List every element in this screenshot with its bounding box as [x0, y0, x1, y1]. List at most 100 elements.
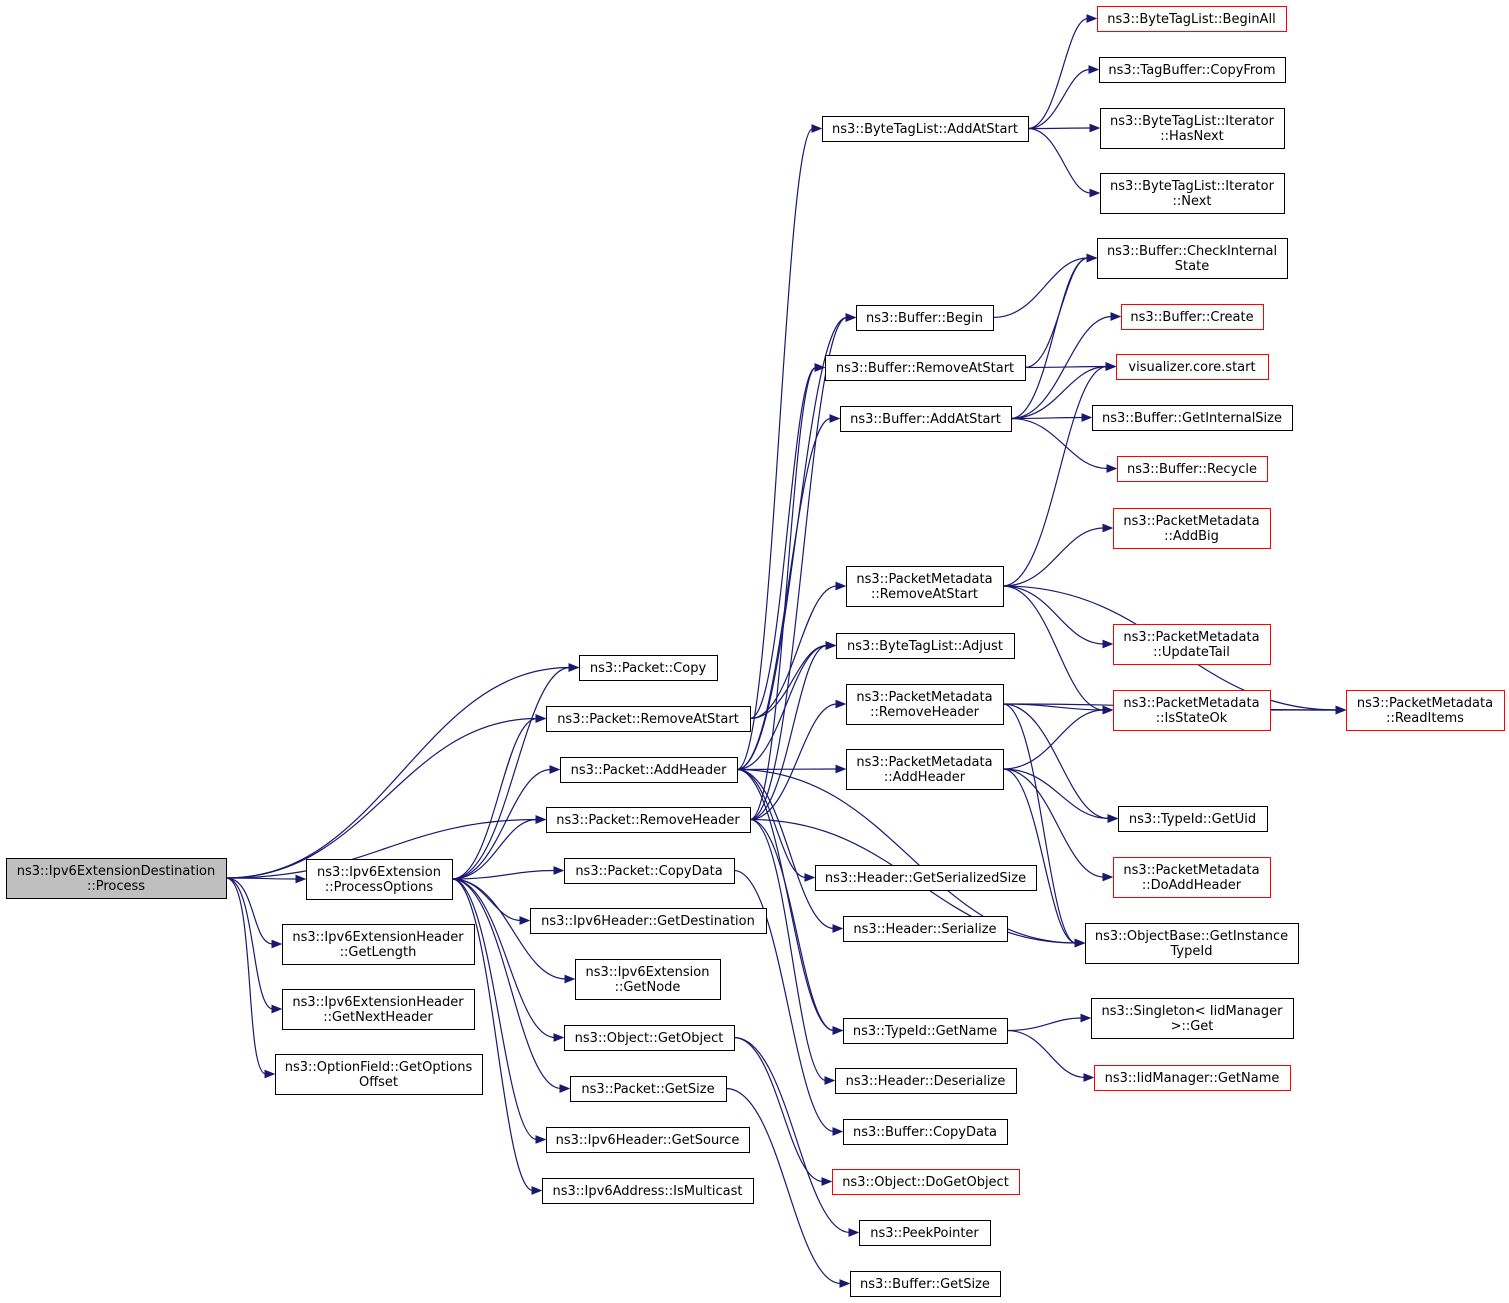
edge-tid-name-to-iid-name	[1006, 1029, 1095, 1082]
node-root[interactable]: ns3::Ipv6ExtensionDestination::Process	[6, 858, 227, 899]
node-pk-remh[interactable]: ns3::Packet::RemoveHeader	[546, 807, 751, 833]
edge-procopt-to-getobj	[451, 878, 565, 1042]
node-box	[825, 355, 1026, 381]
edge-pm-ras-to-pm-updtail-arrowhead	[1102, 639, 1114, 649]
node-ip6-src[interactable]: ns3::Ipv6Header::GetSource	[546, 1127, 750, 1153]
node-label: ns3::Packet::AddHeader	[571, 763, 727, 778]
node-btl-adj[interactable]: ns3::ByteTagList::Adjust	[836, 633, 1015, 659]
node-buf-begin[interactable]: ns3::Buffer::Begin	[856, 305, 994, 331]
node-pm-isok[interactable]: ns3::PacketMetadata::IsStateOk	[1113, 690, 1271, 731]
edge-pm-ras-to-viz	[1002, 362, 1117, 587]
edge-procopt-to-pk-addh-arrowhead	[549, 765, 561, 774]
edge-pk-remh-to-buf-begin-line	[749, 316, 848, 821]
node-pm-updtail[interactable]: ns3::PacketMetadata::UpdateTail	[1113, 624, 1271, 665]
node-pm-addh[interactable]: ns3::PacketMetadata::AddHeader	[846, 749, 1004, 790]
edge-buf-begin-to-buf-cis	[992, 253, 1098, 319]
node-label: ::AddBig	[1164, 529, 1219, 544]
node-btl-beginall[interactable]: ns3::ByteTagList::BeginAll	[1097, 6, 1287, 32]
node-pk-copy[interactable]: ns3::Packet::Copy	[579, 655, 718, 681]
node-buf-create[interactable]: ns3::Buffer::Create	[1121, 304, 1264, 330]
node-pk-addh[interactable]: ns3::Packet::AddHeader	[560, 757, 738, 783]
edge-pm-remh-to-tid-uid-line	[1002, 703, 1110, 820]
edge-pk-addh-to-buf-aas-arrowhead	[829, 414, 841, 423]
node-label: ns3::ByteTagList::Iterator	[1110, 114, 1275, 129]
node-box	[1100, 173, 1285, 214]
node-pm-ras[interactable]: ns3::PacketMetadata::RemoveAtStart	[846, 566, 1004, 607]
node-box	[856, 305, 994, 331]
node-btl-aas[interactable]: ns3::ByteTagList::AddAtStart	[822, 116, 1029, 142]
node-label: ns3::TagBuffer::CopyFrom	[1108, 63, 1275, 78]
node-dogetobj[interactable]: ns3::Object::DoGetObject	[832, 1169, 1020, 1195]
node-box	[6, 858, 227, 899]
edge-pk-remh-to-buf-ras-arrowhead	[814, 363, 826, 372]
node-buf-ras[interactable]: ns3::Buffer::RemoveAtStart	[825, 355, 1026, 381]
edge-pm-addh-to-ob-gitid-line	[1002, 768, 1077, 944]
node-pk-size[interactable]: ns3::Packet::GetSize	[570, 1076, 727, 1102]
edge-pk-cdata-to-buf-cdata-arrowhead	[832, 1127, 844, 1136]
node-btl-it-hn[interactable]: ns3::ByteTagList::Iterator::HasNext	[1100, 108, 1285, 149]
edge-pm-ras-to-pm-updtail	[1002, 585, 1114, 649]
node-h-deser[interactable]: ns3::Header::Deserialize	[835, 1068, 1017, 1094]
node-h-ser[interactable]: ns3::Header::Serialize	[843, 916, 1008, 942]
node-eh-next[interactable]: ns3::Ipv6ExtensionHeader::GetNextHeader	[282, 989, 475, 1030]
node-btl-it-next[interactable]: ns3::ByteTagList::Iterator::Next	[1100, 173, 1285, 214]
edge-procopt-to-ismc-line	[451, 878, 534, 1192]
node-buf-recycle[interactable]: ns3::Buffer::Recycle	[1117, 456, 1268, 482]
node-ismc[interactable]: ns3::Ipv6Address::IsMulticast	[542, 1178, 754, 1204]
edge-pk-size-to-buf-size	[725, 1087, 851, 1288]
edge-procopt-to-ismc-arrowhead	[531, 1186, 543, 1195]
node-tagbuf-cf[interactable]: ns3::TagBuffer::CopyFrom	[1099, 57, 1286, 83]
node-label: ns3::Ipv6Extension	[586, 965, 710, 980]
node-procopt[interactable]: ns3::Ipv6Extension::ProcessOptions	[306, 859, 453, 900]
edge-pk-size-to-buf-size-arrowhead	[839, 1279, 851, 1288]
node-label: ::ReadItems	[1386, 711, 1464, 726]
node-h-gss[interactable]: ns3::Header::GetSerializedSize	[815, 865, 1037, 891]
edge-buf-aas-to-buf-cis	[1010, 253, 1098, 420]
edge-root-to-optoff-line	[225, 877, 267, 1075]
node-eh-len[interactable]: ns3::Ipv6ExtensionHeader::GetLength	[282, 924, 475, 965]
edge-buf-aas-to-buf-create-arrowhead	[1110, 312, 1122, 321]
node-box	[570, 1076, 727, 1102]
node-buf-cdata[interactable]: ns3::Buffer::CopyData	[843, 1119, 1008, 1145]
node-pm-remh[interactable]: ns3::PacketMetadata::RemoveHeader	[846, 684, 1004, 725]
node-pm-readitems[interactable]: ns3::PacketMetadata::ReadItems	[1346, 690, 1505, 731]
edge-pk-remh-to-pm-remh-line	[749, 703, 838, 821]
node-label: ns3::Packet::GetSize	[581, 1082, 714, 1097]
node-ext-node[interactable]: ns3::Ipv6Extension::GetNode	[575, 959, 721, 1000]
node-label: State	[1175, 259, 1209, 274]
node-iid-name[interactable]: ns3::IidManager::GetName	[1094, 1065, 1291, 1091]
edge-pm-ras-to-pm-addbig	[1002, 523, 1114, 587]
node-box	[1118, 806, 1268, 832]
node-label: ns3::PacketMetadata	[1123, 863, 1259, 878]
node-pm-addbig[interactable]: ns3::PacketMetadata::AddBig	[1113, 508, 1271, 549]
node-singleton[interactable]: ns3::Singleton< IidManager>::Get	[1091, 998, 1294, 1039]
node-getobj[interactable]: ns3::Object::GetObject	[564, 1025, 735, 1051]
edge-procopt-to-ip6-src-arrowhead	[535, 1135, 547, 1144]
node-peek[interactable]: ns3::PeekPointer	[859, 1220, 991, 1246]
node-buf-gis[interactable]: ns3::Buffer::GetInternalSize	[1092, 405, 1293, 431]
edge-btl-aas-to-btl-it-next	[1027, 127, 1101, 198]
edge-procopt-to-pk-addh	[451, 765, 561, 880]
node-tid-name[interactable]: ns3::TypeId::GetName	[843, 1018, 1008, 1044]
node-tid-uid[interactable]: ns3::TypeId::GetUid	[1118, 806, 1268, 832]
edge-procopt-to-pk-ras-line	[451, 717, 538, 880]
node-label: ns3::ByteTagList::Iterator	[1110, 179, 1275, 194]
node-pk-cdata[interactable]: ns3::Packet::CopyData	[564, 858, 735, 884]
edge-pk-remh-to-buf-begin-arrowhead	[845, 313, 857, 322]
node-label: ::AddHeader	[884, 770, 966, 785]
node-ip6-dest[interactable]: ns3::Ipv6Header::GetDestination	[530, 908, 767, 934]
edge-btl-aas-to-btl-beginall-line	[1027, 17, 1089, 130]
node-viz[interactable]: visualizer.core.start	[1116, 354, 1269, 380]
node-label: ns3::Packet::Copy	[590, 661, 707, 676]
edge-btl-aas-to-btl-it-hn	[1027, 123, 1101, 133]
node-buf-size[interactable]: ns3::Buffer::GetSize	[850, 1271, 1001, 1297]
node-pk-ras[interactable]: ns3::Packet::RemoveAtStart	[546, 706, 751, 732]
edge-procopt-to-pk-addh-line	[451, 768, 552, 880]
edge-pk-ras-to-pm-ras-line	[749, 585, 838, 720]
node-buf-aas[interactable]: ns3::Buffer::AddAtStart	[840, 406, 1012, 432]
node-pm-doaddh[interactable]: ns3::PacketMetadata::DoAddHeader	[1113, 857, 1271, 898]
node-label: ns3::ByteTagList::BeginAll	[1107, 12, 1275, 27]
